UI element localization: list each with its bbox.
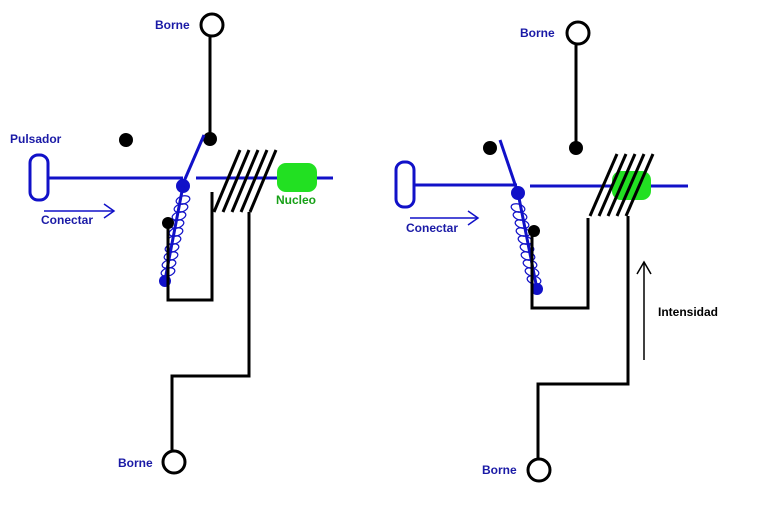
right-lever-arm [516, 192, 539, 290]
left-iron-core [277, 163, 317, 192]
left-connect-arrow [44, 203, 116, 219]
left-bottom-wire [170, 212, 251, 451]
right-fixed-contact [569, 141, 583, 155]
right-current-label: Intensidad [658, 305, 718, 319]
right-connect-label: Conectar [406, 221, 458, 235]
left-coil-wire-lower [166, 192, 214, 302]
left-pushbutton [28, 153, 50, 202]
right-moving-contact-blade [498, 139, 520, 194]
left-spring-anchor [162, 217, 174, 229]
right-spring [510, 203, 542, 285]
left-spring [160, 195, 191, 277]
right-free-contact-dot [483, 141, 497, 155]
right-connect-arrow [410, 210, 480, 226]
left-relay-diagram: Borne Pulsador Conectar Nucleo Borne [10, 12, 333, 475]
left-free-contact-dot [119, 133, 133, 147]
right-current-arrow [636, 260, 652, 360]
left-moving-contact-blade [180, 134, 206, 187]
left-fixed-contact [203, 132, 217, 146]
left-top-terminal [199, 12, 225, 38]
right-top-terminal-label: Borne [520, 26, 555, 40]
left-connect-label: Conectar [41, 213, 93, 227]
right-bottom-terminal [526, 457, 552, 483]
right-coil [588, 153, 655, 217]
right-relay-diagram: Borne Conectar Intensidad Borne [394, 20, 718, 483]
left-pushbutton-label: Pulsador [10, 132, 62, 146]
left-bottom-terminal [161, 449, 187, 475]
right-lever-end [531, 283, 543, 295]
left-core-label: Nucleo [276, 193, 316, 207]
left-coil [212, 149, 278, 213]
right-spring-anchor [528, 225, 540, 237]
right-bottom-wire [536, 216, 630, 459]
right-bottom-terminal-label: Borne [482, 463, 517, 477]
right-coil-wire-lower [530, 218, 590, 310]
left-bottom-terminal-label: Borne [118, 456, 153, 470]
right-pushbutton [394, 160, 416, 209]
left-top-terminal-label: Borne [155, 18, 190, 32]
right-top-terminal [565, 20, 591, 46]
